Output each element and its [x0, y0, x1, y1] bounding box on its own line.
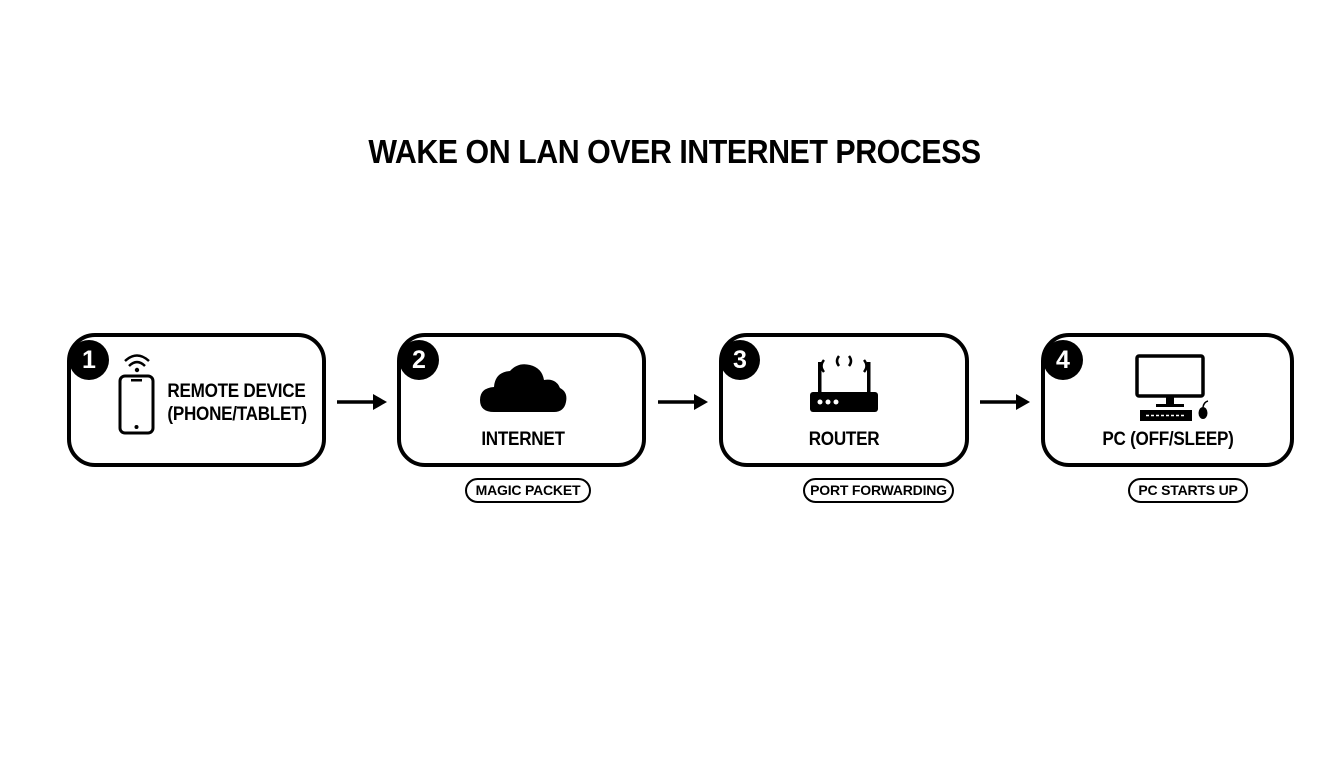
step-label: PC (OFF/SLEEP)	[1102, 429, 1234, 450]
connector-label-pill: PORT FORWARDING	[803, 478, 954, 503]
step-box-remote-device	[67, 333, 326, 467]
step-number-badge: 4	[1043, 340, 1083, 380]
router-icon	[810, 355, 878, 412]
arrow-right-icon	[658, 394, 708, 410]
desktop-pc-icon	[1135, 354, 1209, 421]
diagram-title: WAKE ON LAN OVER INTERNET PROCESS	[368, 133, 981, 170]
step-label: INTERNET	[481, 429, 565, 450]
step-number-badge: 3	[720, 340, 760, 380]
step-label-line: (PHONE/TABLET)	[167, 404, 307, 425]
step-label: ROUTER	[808, 429, 880, 450]
step-number-badge: 2	[399, 340, 439, 380]
connector-label-pill: PC STARTS UP	[1128, 478, 1248, 503]
step-number-badge: 1	[69, 340, 109, 380]
phone-icon	[118, 354, 155, 435]
arrow-right-icon	[337, 394, 387, 410]
cloud-icon	[480, 364, 567, 412]
arrow-right-icon	[980, 394, 1030, 410]
step-label-line: REMOTE DEVICE	[167, 381, 306, 402]
connector-label-pill: MAGIC PACKET	[465, 478, 591, 503]
